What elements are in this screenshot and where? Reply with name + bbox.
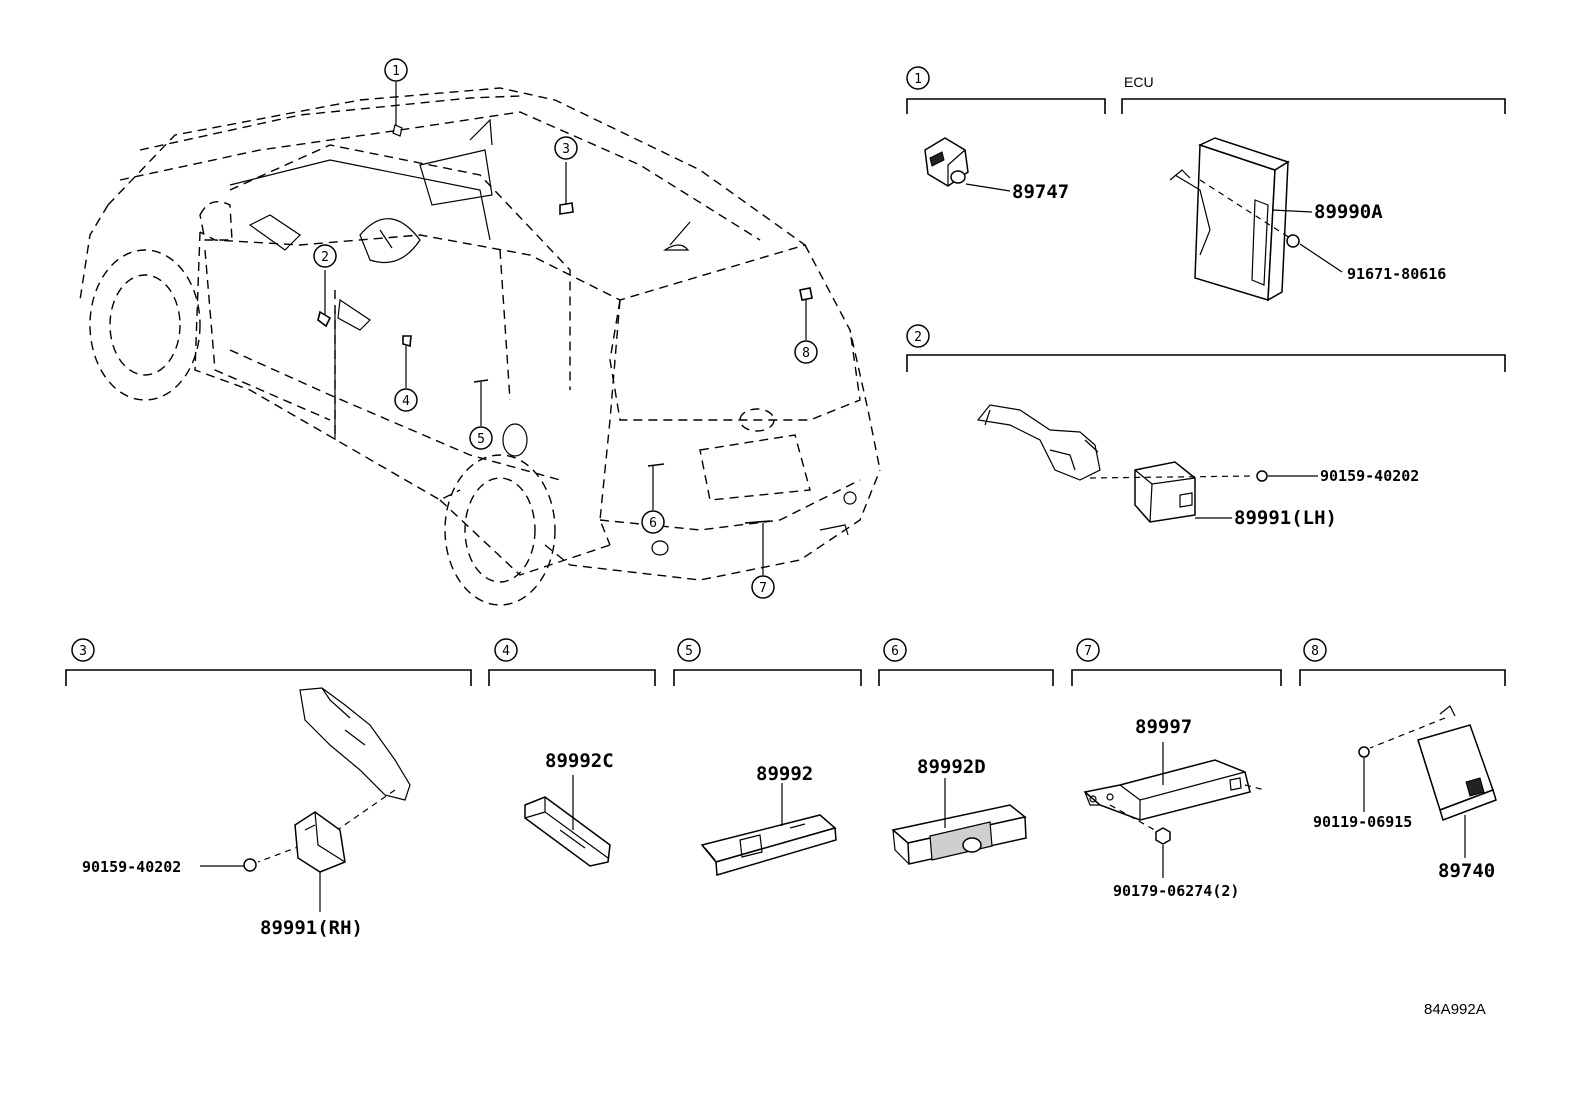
section-7: 7 89997 90179-06274(2) (1071, 638, 1282, 900)
svg-text:3: 3 (562, 142, 570, 157)
svg-text:6: 6 (891, 644, 899, 659)
svg-text:8: 8 (802, 346, 810, 361)
part-89747-illustration (924, 137, 969, 187)
section-callout-7 (1076, 638, 1100, 662)
part-89992D: 89992D (917, 756, 986, 778)
section-3: 3 90159-40202 89991(RH) (65, 638, 472, 939)
svg-text:7: 7 (759, 581, 767, 596)
section-callout-1 (906, 66, 930, 90)
vehicle-callout-4: 4 (394, 388, 418, 412)
part-89991-lh: 89991(LH) (1234, 507, 1337, 529)
vehicle-callout-2: 2 (313, 244, 337, 268)
section-callout-4 (494, 638, 518, 662)
svg-text:4: 4 (402, 394, 410, 409)
svg-text:6: 6 (649, 516, 657, 531)
vehicle-callout-6: 6 (641, 510, 665, 534)
bracket-mount-illustration (976, 404, 1101, 481)
vehicle-callout-7: 7 (751, 575, 775, 599)
svg-text:1: 1 (392, 64, 400, 79)
part-90179-06274: 90179-06274(2) (1113, 882, 1239, 900)
vehicle-callout-1: 1 (384, 58, 408, 82)
ecu-label: ECU (1124, 74, 1154, 90)
part-89990A: 89990A (1314, 201, 1383, 223)
svg-text:8: 8 (1311, 644, 1319, 659)
svg-text:2: 2 (321, 250, 329, 265)
section-4: 4 89992C (488, 638, 656, 867)
section-4-bracket (488, 669, 656, 686)
part-90159-40202-rh: 90159-40202 (82, 858, 181, 876)
svg-text:1: 1 (914, 72, 922, 87)
section-2: 2 90159-40202 89991(LH) (906, 324, 1506, 529)
section-5: 5 89992 (673, 638, 862, 876)
part-91671-80616: 91671-80616 (1347, 265, 1446, 283)
section-8: 8 90119-06915 89740 (1299, 638, 1506, 882)
ecu-bracket (1121, 98, 1506, 114)
section-1-bracket (906, 98, 1106, 114)
section-8-bracket (1299, 669, 1506, 686)
part-89992D-illustration (891, 804, 1027, 865)
svg-text:3: 3 (79, 644, 87, 659)
vehicle-callout-8: 8 (794, 340, 818, 364)
part-89992: 89992 (756, 763, 813, 785)
diagram-code: 84A992A (1424, 1001, 1486, 1018)
section-callout-2 (906, 324, 930, 348)
section-2-bracket (906, 354, 1506, 372)
svg-text:5: 5 (477, 432, 485, 447)
part-89991-rh: 89991(RH) (260, 917, 363, 939)
part-89991lh-illustration (1089, 461, 1268, 523)
part-89992C-illustration (524, 796, 611, 867)
vehicle-callout-3: 3 (554, 136, 578, 160)
section-callout-8 (1303, 638, 1327, 662)
vehicle-illustration (79, 82, 881, 606)
section-callout-5 (677, 638, 701, 662)
part-89740-illustration (1358, 705, 1497, 821)
vehicle-callout-5: 5 (469, 426, 493, 450)
section-6: 6 89992D (878, 638, 1054, 865)
part-90159-40202-lh: 90159-40202 (1320, 467, 1419, 485)
part-89997-illustration (1083, 759, 1266, 845)
section-7-bracket (1071, 669, 1282, 686)
svg-text:4: 4 (502, 644, 510, 659)
part-89990A-illustration (1169, 137, 1300, 302)
part-89992-illustration (700, 814, 837, 876)
part-89740: 89740 (1438, 860, 1495, 882)
part-89997: 89997 (1135, 716, 1192, 738)
section-1: 1 89747 ECU 89990A 91671-80616 (906, 66, 1506, 302)
svg-text:2: 2 (914, 330, 922, 345)
section-callout-3 (71, 638, 95, 662)
section-3-bracket (65, 669, 472, 686)
svg-text:5: 5 (685, 644, 693, 659)
part-89992C: 89992C (545, 750, 614, 772)
part-89747: 89747 (1012, 181, 1069, 203)
section-callout-6 (883, 638, 907, 662)
section-5-bracket (673, 669, 862, 686)
section-6-bracket (878, 669, 1054, 686)
part-89991rh-illustration (243, 811, 346, 873)
svg-text:7: 7 (1084, 644, 1092, 659)
part-90119-06915: 90119-06915 (1313, 813, 1412, 831)
